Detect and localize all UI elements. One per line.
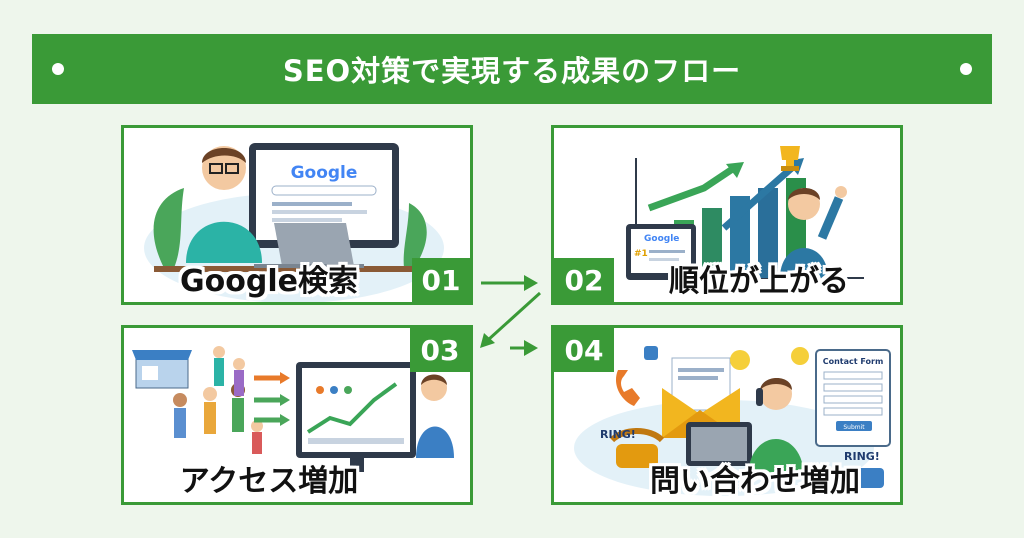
step-label: 問い合わせ増加 <box>650 464 860 499</box>
step-label: Google検索 <box>180 264 358 299</box>
contact-form-title: Contact Form <box>823 357 884 366</box>
step-card-access-increase: アクセス増加 03 <box>121 325 473 505</box>
step-card-ranking-up: Google #1 順位が上がる 02 <box>551 125 903 305</box>
arrow-02-to-03-icon <box>480 291 542 348</box>
person-searching-illustration: Google <box>144 143 444 302</box>
step-card-google-search: Google Google検索 01 <box>121 125 473 305</box>
rank-first-text: #1 <box>634 249 648 259</box>
step-number-badge: 01 <box>412 258 470 302</box>
arrow-01-to-02-icon <box>481 275 538 291</box>
bullet-dot-right <box>960 63 972 75</box>
step-label: アクセス増加 <box>179 464 359 499</box>
step-number-badge: 02 <box>554 258 614 302</box>
ranking-growth-illustration: Google #1 <box>626 146 864 280</box>
visitors-analytics-illustration <box>132 346 454 472</box>
page-title: SEO対策で実現する成果のフロー <box>282 54 742 88</box>
ring-left-text: RING! <box>600 428 636 441</box>
arrow-03-to-04-icon <box>510 340 538 356</box>
google-logo-text: Google <box>291 163 358 183</box>
step-number-badge: 04 <box>554 328 614 372</box>
title-banner: SEO対策で実現する成果のフロー <box>32 34 992 104</box>
submit-text: Submit <box>843 424 865 431</box>
step-label: 順位が上がる <box>669 264 849 299</box>
step-card-inquiries-increase: RING! Contact Form Submit RING! 問い合わせ増加 … <box>551 325 903 505</box>
step-number-badge: 03 <box>410 328 470 372</box>
inquiries-illustration: RING! Contact Form Submit RING! <box>574 346 891 496</box>
ring-right-text: RING! <box>844 450 880 463</box>
bullet-dot-left <box>52 63 64 75</box>
google-logo-small-text: Google <box>644 234 679 244</box>
